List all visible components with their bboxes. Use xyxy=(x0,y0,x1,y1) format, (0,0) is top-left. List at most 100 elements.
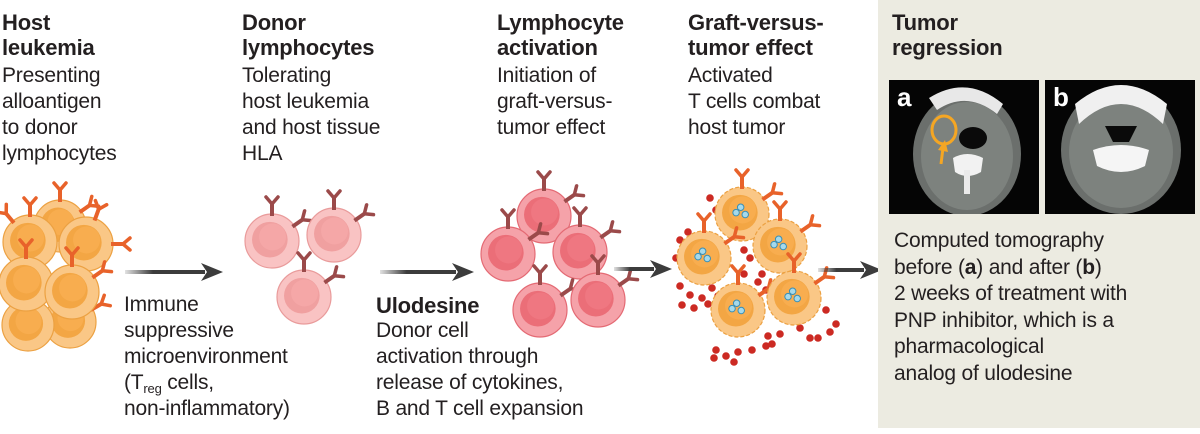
before-after-line: before (a) and after (b) xyxy=(894,255,1102,279)
cytokine-dot xyxy=(822,306,830,314)
receptor-stem xyxy=(792,259,796,273)
stage-1-description: Presenting alloantigen to donor lymphocy… xyxy=(2,63,117,167)
receptor-icon xyxy=(296,251,312,272)
treg-line: (Treg cells, xyxy=(124,371,214,396)
receptor-icon xyxy=(353,203,376,223)
activated-lymphocytes-illustration xyxy=(480,170,640,338)
desc-line: Activated xyxy=(688,64,773,87)
receptor-arm xyxy=(792,252,802,263)
transition-2-label: Donor cell activation through release of… xyxy=(376,318,584,422)
desc-line: lymphocytes xyxy=(2,142,117,165)
receptor-arm xyxy=(542,170,552,181)
title-line: tumor effect xyxy=(688,35,813,60)
cytokine-dot xyxy=(814,334,822,342)
tumor-regression-panel: Tumor regression a b Computed tomograph xyxy=(878,0,1200,428)
arrow-shaft xyxy=(818,268,864,272)
cell xyxy=(552,224,608,280)
receptor-arm xyxy=(362,212,376,217)
receptor-arm xyxy=(24,238,34,249)
receptor-stem xyxy=(778,207,782,221)
receptor-icon xyxy=(730,264,746,285)
desc-line: host leukemia xyxy=(242,90,369,113)
granule xyxy=(779,242,787,251)
arrow-tip xyxy=(938,140,948,152)
receptor-stem xyxy=(302,258,306,272)
receptor-stem xyxy=(111,242,125,246)
receptor-stem xyxy=(596,261,600,275)
stage-5-title: Tumor regression xyxy=(892,10,1003,60)
granule xyxy=(784,292,792,301)
cytokine-dot xyxy=(758,270,766,278)
nucleus-highlight xyxy=(495,236,523,264)
nucleus-highlight xyxy=(321,217,349,245)
label-line: microenvironment xyxy=(124,345,288,368)
cell xyxy=(676,230,732,286)
stage-4-title: Graft-versus- tumor effect xyxy=(688,10,824,60)
receptor-icon xyxy=(326,189,342,210)
receptor-arm xyxy=(770,191,784,196)
host-leukemia-cells-illustration xyxy=(0,181,132,352)
transition-1-label: Immune suppressive microenvironment (Tre… xyxy=(124,292,290,422)
airway xyxy=(959,127,987,149)
cytokine-dot xyxy=(826,328,834,336)
title-line: regression xyxy=(892,35,1003,60)
granule xyxy=(703,254,711,263)
desc-line: host tumor xyxy=(688,116,786,139)
ct-image-before: a xyxy=(889,80,1039,214)
cytokine-dot xyxy=(708,284,716,292)
granule xyxy=(698,247,707,255)
cell xyxy=(570,272,626,328)
cell xyxy=(306,207,362,263)
jaw-bone xyxy=(929,87,1003,114)
arrow-shaft xyxy=(380,270,456,274)
cell xyxy=(766,270,822,326)
receptor-arm xyxy=(332,274,346,279)
cytokine-dot xyxy=(722,352,730,360)
cell xyxy=(276,269,332,325)
receptor-arm xyxy=(572,193,586,198)
receptor-stem xyxy=(736,271,740,285)
cell xyxy=(516,188,572,244)
desc-line: and host tissue xyxy=(242,116,381,139)
cytokine-dot xyxy=(690,304,698,312)
title-line: Tumor xyxy=(892,10,958,35)
arrow-shaft xyxy=(614,267,654,271)
receptor-arm xyxy=(822,275,836,280)
cytokine-dot xyxy=(748,346,756,354)
receptor-icon xyxy=(572,206,588,227)
receptor-arm xyxy=(732,235,746,240)
granule xyxy=(728,304,736,313)
cytokine-dot xyxy=(676,282,684,290)
vertebra xyxy=(953,154,983,176)
cell xyxy=(710,282,766,338)
cytokine-dot xyxy=(686,291,694,299)
ref-a: a xyxy=(964,255,977,279)
receptor-icon xyxy=(264,195,280,216)
cytokine-dot xyxy=(706,194,714,202)
cytokine-dot xyxy=(746,254,754,262)
cell xyxy=(44,264,100,320)
cytokine-dot xyxy=(730,358,738,366)
desc-line: alloantigen xyxy=(2,90,102,113)
receptor-icon xyxy=(536,170,552,191)
receptor-arm xyxy=(300,218,314,223)
label-line: Immune xyxy=(124,293,199,316)
receptor-arm xyxy=(626,277,640,282)
arrow-head xyxy=(650,260,672,278)
stage-4-description: Activated T cells combat host tumor xyxy=(688,63,820,141)
cytokine-dot xyxy=(712,346,720,354)
receptor-stem xyxy=(538,271,542,285)
receptor-icon xyxy=(92,198,109,222)
label-line: B and T cell expansion xyxy=(376,397,584,420)
desc-line: Presenting xyxy=(2,64,101,87)
desc-line: to donor xyxy=(2,116,78,139)
receptor-icon xyxy=(532,264,548,285)
receptor-arm xyxy=(578,206,588,217)
receptor-stem xyxy=(24,245,28,259)
ref-b: b xyxy=(1082,255,1095,279)
cytokine-dot xyxy=(698,294,706,302)
receptor-icon xyxy=(799,214,822,234)
desc-line: pharmacological xyxy=(894,335,1044,358)
cytokine-dot xyxy=(832,320,840,328)
nucleus-highlight xyxy=(567,234,595,262)
